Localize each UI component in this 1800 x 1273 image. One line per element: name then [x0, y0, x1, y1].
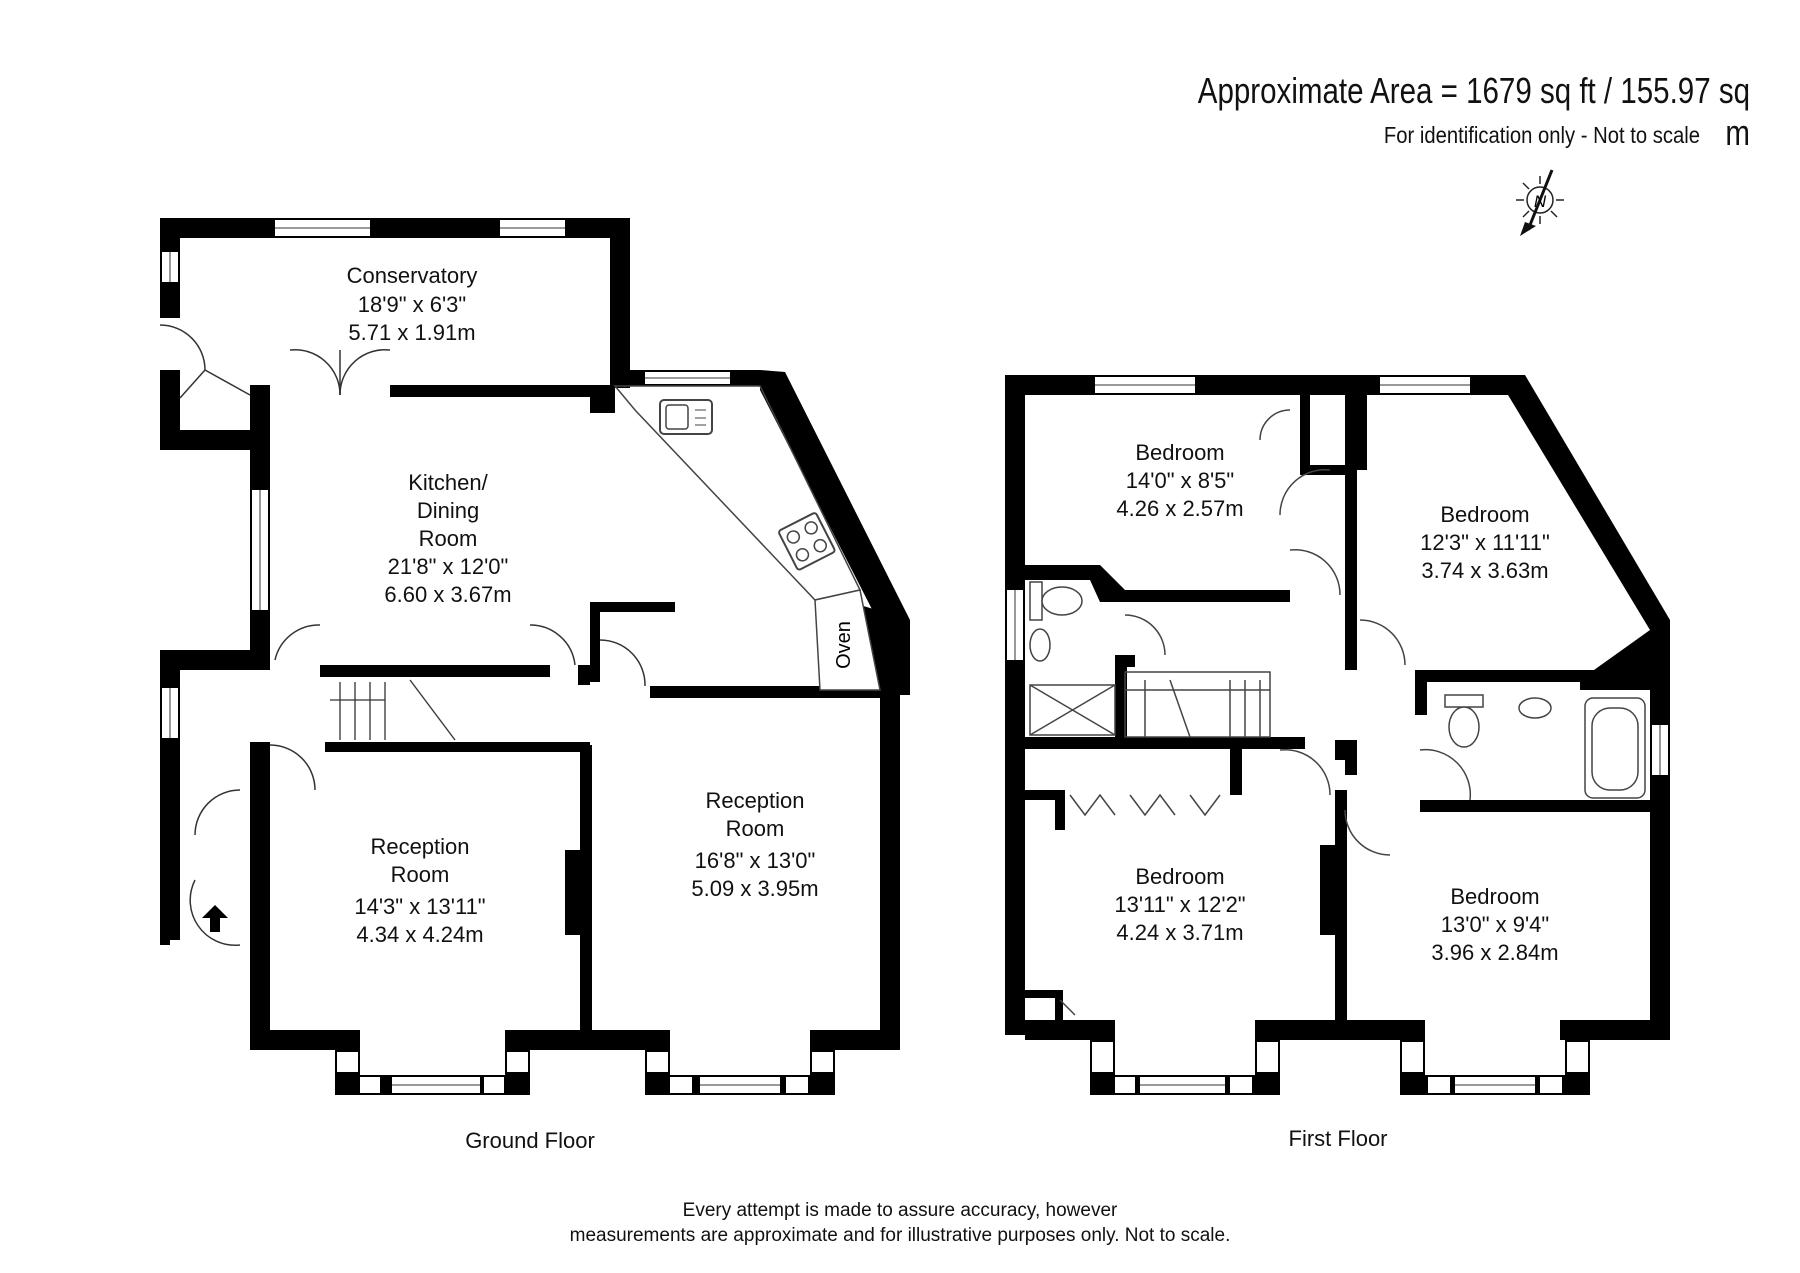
conservatory-name: Conservatory [347, 263, 478, 288]
bedroom4-imperial: 13'0" x 9'4" [1441, 912, 1549, 937]
fireplace-icon [565, 850, 580, 935]
identification-note: For identification only - Not to scale [1383, 122, 1700, 148]
bedroom1-metric: 4.26 x 2.57m [1116, 496, 1243, 521]
ground-floor-doors [159, 324, 646, 947]
ground-floor-walls [160, 218, 910, 1095]
reception2-name-line2: Room [726, 816, 785, 841]
bedroom2-metric: 3.74 x 3.63m [1421, 558, 1548, 583]
reception1-name-line1: Reception [370, 834, 469, 859]
bedroom3-name: Bedroom [1135, 864, 1224, 889]
ground-floor-label: Ground Floor [465, 1128, 595, 1153]
compass-icon: N [1516, 169, 1564, 236]
reception1-metric: 4.34 x 4.24m [356, 922, 483, 947]
kitchen-name-line1: Kitchen/ [408, 470, 488, 495]
compass-north-label: N [1534, 192, 1547, 211]
conservatory-imperial: 18'9" x 6'3" [358, 292, 466, 317]
approximate-area-title: Approximate Area = 1679 sq ft / 155.97 s… [1197, 70, 1750, 153]
entrance-arrow-icon [202, 905, 228, 932]
bedroom3-imperial: 13'11" x 12'2" [1114, 892, 1245, 917]
disclaimer-line1: Every attempt is made to assure accuracy… [682, 1200, 1118, 1221]
hob-icon [778, 512, 836, 571]
kitchen-sink-icon [659, 399, 713, 435]
bedroom1-name: Bedroom [1135, 440, 1224, 465]
first-floor-label: First Floor [1289, 1126, 1388, 1151]
first-floor-walls [1005, 375, 1670, 1095]
bedroom3-metric: 4.24 x 3.71m [1116, 920, 1243, 945]
bedroom1-imperial: 14'0" x 8'5" [1126, 468, 1234, 493]
basin-icon [1029, 628, 1552, 719]
kitchen-metric: 6.60 x 3.67m [384, 582, 511, 607]
reception2-metric: 5.09 x 3.95m [691, 876, 818, 901]
toilet-icon [1029, 581, 1484, 748]
bedroom2-name: Bedroom [1440, 502, 1529, 527]
conservatory-metric: 5.71 x 1.91m [348, 320, 475, 345]
bedroom2-imperial: 12'3" x 11'11" [1420, 530, 1550, 555]
kitchen-counter [613, 385, 881, 691]
disclaimer-line2: measurements are approximate and for ill… [569, 1225, 1231, 1246]
kitchen-name-line3: Room [419, 526, 478, 551]
reception2-name-line1: Reception [705, 788, 804, 813]
first-floor-windows [1007, 377, 1668, 1093]
ground-floor-stairs [330, 679, 456, 741]
kitchen-imperial: 21'8" x 12'0" [388, 554, 509, 579]
bedroom4-name: Bedroom [1450, 884, 1539, 909]
ground-floor-windows [162, 220, 833, 1093]
reception1-imperial: 14'3" x 13'11" [354, 894, 485, 919]
reception1-name-line2: Room [391, 862, 450, 887]
bedroom4-metric: 3.96 x 2.84m [1431, 940, 1558, 965]
kitchen-name-line2: Dining [417, 498, 479, 523]
oven-label: Oven [833, 621, 855, 669]
reception2-imperial: 16'8" x 13'0" [695, 848, 816, 873]
disclaimer: Every attempt is made to assure accuracy… [450, 1198, 1350, 1248]
first-floor-fixtures [1029, 409, 1646, 1016]
